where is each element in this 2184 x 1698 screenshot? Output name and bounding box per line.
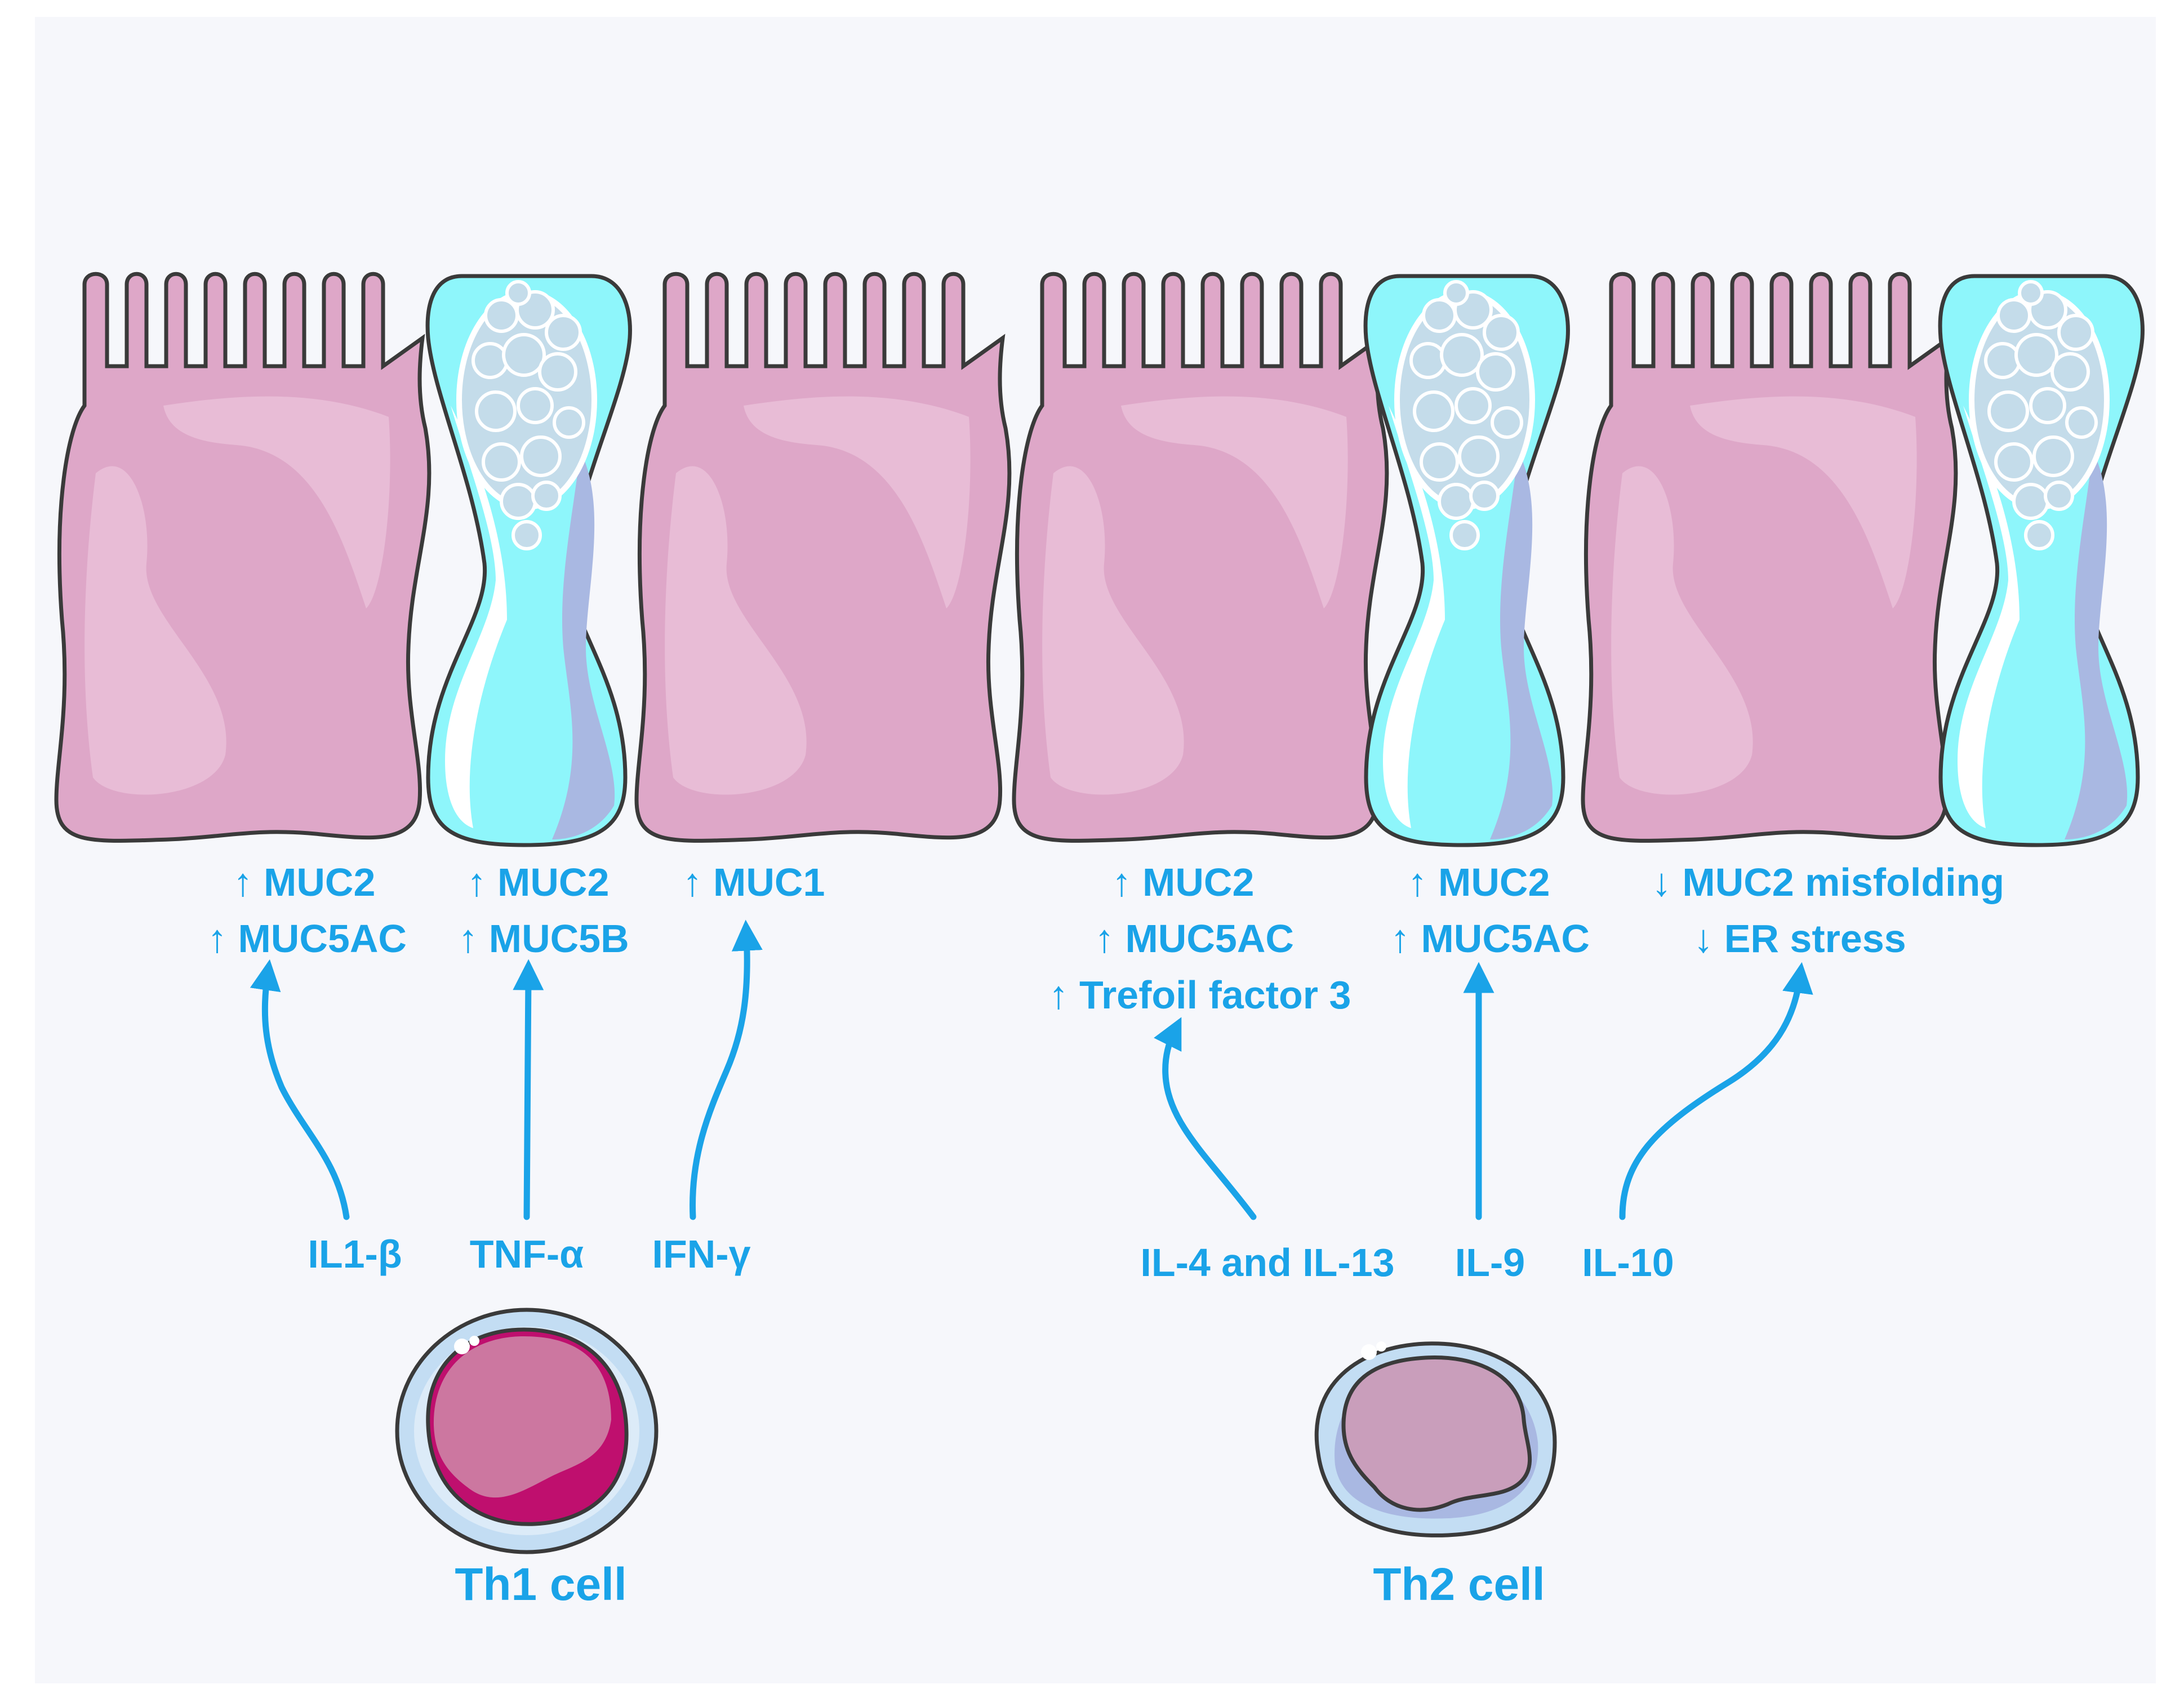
cytokine-label-il1b: IL1-β	[308, 1232, 402, 1276]
goblet-cell	[425, 274, 632, 847]
effect-label: ↑ MUC2	[1112, 860, 1255, 904]
th2-cell-label: Th2 cell	[1373, 1559, 1545, 1610]
effect-label: ↑ MUC5AC	[207, 917, 407, 961]
cytokine-label-ifng: IFN-γ	[652, 1232, 751, 1276]
enterocyte-cell	[1012, 272, 1389, 843]
cytokine-label-tnfa: TNF-α	[470, 1232, 584, 1276]
cytokine-label-il10: IL-10	[1582, 1241, 1674, 1284]
il1b-arrow	[250, 959, 350, 1220]
goblet-cell	[1363, 274, 1570, 847]
effect-label: ↑ MUC2	[467, 860, 610, 904]
effect-label: ↓ MUC2 misfolding	[1652, 860, 2004, 904]
il10-arrow	[1619, 962, 1813, 1220]
il4-arrow	[1154, 1017, 1257, 1220]
effect-label: ↑ MUC5AC	[1390, 917, 1590, 961]
effect-label: ↑ MUC1	[683, 860, 825, 904]
enterocyte-cell	[1581, 272, 1958, 843]
effect-label: ↑ MUC2	[233, 860, 376, 904]
background-panel	[35, 17, 2156, 1683]
ifng-arrow	[690, 919, 763, 1220]
cytokine-label-il4-il13: IL-4 and IL-13	[1140, 1241, 1394, 1284]
tnfa-arrow	[513, 959, 544, 1220]
effect-label: ↑ MUC5B	[458, 917, 629, 961]
th1-cell-label: Th1 cell	[455, 1559, 626, 1610]
enterocyte-cell	[634, 272, 1012, 843]
effect-label: ↑ Trefoil factor 3	[1049, 973, 1351, 1017]
effect-label: ↑ MUC2	[1408, 860, 1550, 904]
enterocyte-cell	[54, 272, 432, 843]
goblet-cell	[1938, 274, 2145, 847]
th1-cell	[395, 1308, 659, 1554]
th2-cell	[1314, 1341, 1557, 1537]
cytokine-label-il9: IL-9	[1455, 1241, 1525, 1284]
effect-label: ↑ MUC5AC	[1095, 917, 1294, 961]
effect-label: ↓ ER stress	[1693, 917, 1906, 961]
